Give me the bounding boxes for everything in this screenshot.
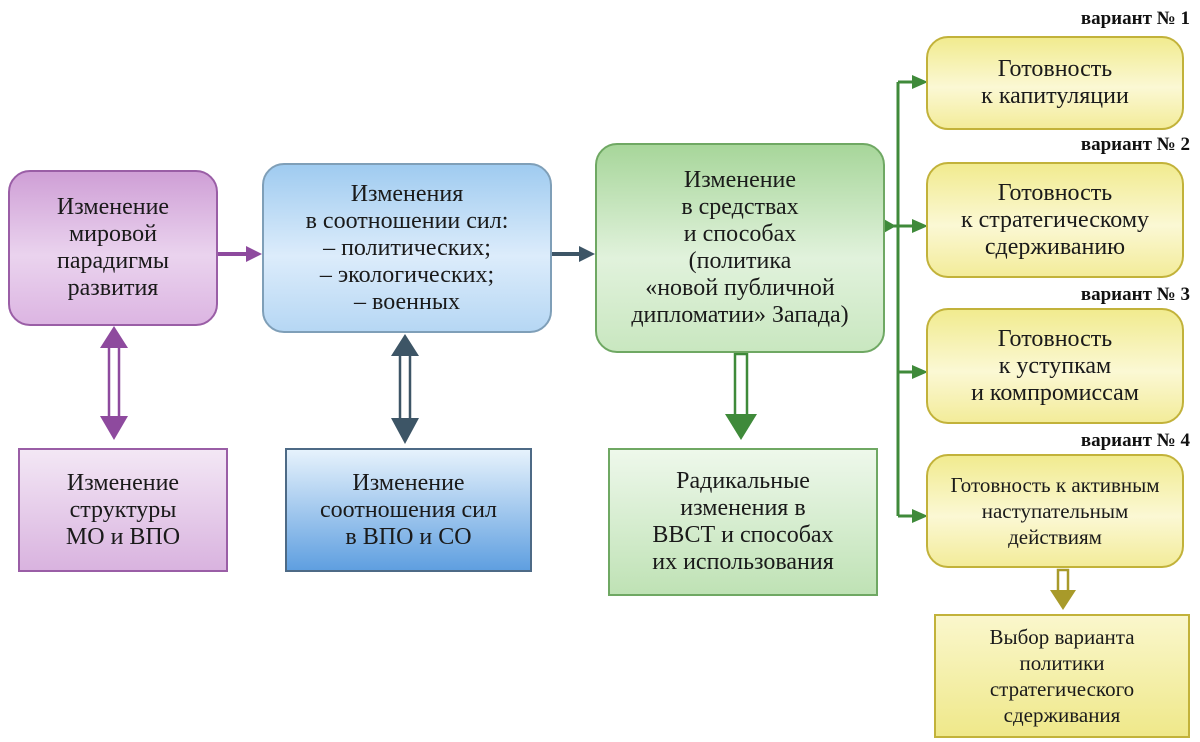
variant-label-3: вариант № 3 [1080,284,1190,305]
option-text-4: Готовность к активным наступательным дей… [950,473,1160,549]
paradigm-box: Изменение мировой парадигмы развития [8,170,218,326]
balance-vpo-box: Изменение соотношения сил в ВПО и СО [285,448,532,572]
radical-text: Радикальные изменения в ВВСТ и способах … [652,468,834,575]
structure-box: Изменение структуры МО и ВПО [18,448,228,572]
arrow-paradigm-to-balance [218,246,262,262]
choice-box: Выбор варианта политики стратегического … [934,614,1190,738]
arrow-option4-to-choice [1050,568,1076,610]
choice-text: Выбор варианта политики стратегического … [989,625,1135,727]
option-text-1: Готовность к капитуляции [981,56,1129,109]
option-text-3: Готовность к уступкам и компромиссам [971,325,1139,406]
balance-box: Изменения в соотношении сил: – политичес… [262,163,552,333]
option-box-3: Готовность к уступкам и компромиссам [926,308,1184,424]
balance-text: Изменения в соотношении сил: – политичес… [305,180,509,315]
option-box-1: Готовность к капитуляции [926,36,1184,130]
option-box-2: Готовность к стратегическому сдерживанию [926,162,1184,278]
variant-label-4: вариант № 4 [1080,430,1190,451]
option-text-2: Готовность к стратегическому сдерживанию [960,179,1150,260]
paradigm-text: Изменение мировой парадигмы развития [56,194,170,301]
branch-connector [884,80,914,518]
option-box-4: Готовность к активным наступательным дей… [926,454,1184,568]
means-text: Изменение в средствах и способах (полити… [631,167,849,328]
arrow-means-to-radical [725,352,757,440]
structure-text: Изменение структуры МО и ВПО [65,469,181,550]
arrow-balance-to-means [551,246,595,262]
radical-box: Радикальные изменения в ВВСТ и способах … [608,448,878,596]
double-arrow-paradigm-structure [100,326,128,440]
branch-arrowheads [882,75,928,523]
means-box: Изменение в средствах и способах (полити… [595,143,885,353]
variant-label-1: вариант № 1 [1080,8,1190,29]
balance-vpo-text: Изменение соотношения сил в ВПО и СО [320,469,497,550]
variant-label-2: вариант № 2 [1080,134,1190,155]
double-arrow-balance-vpo [391,334,419,444]
